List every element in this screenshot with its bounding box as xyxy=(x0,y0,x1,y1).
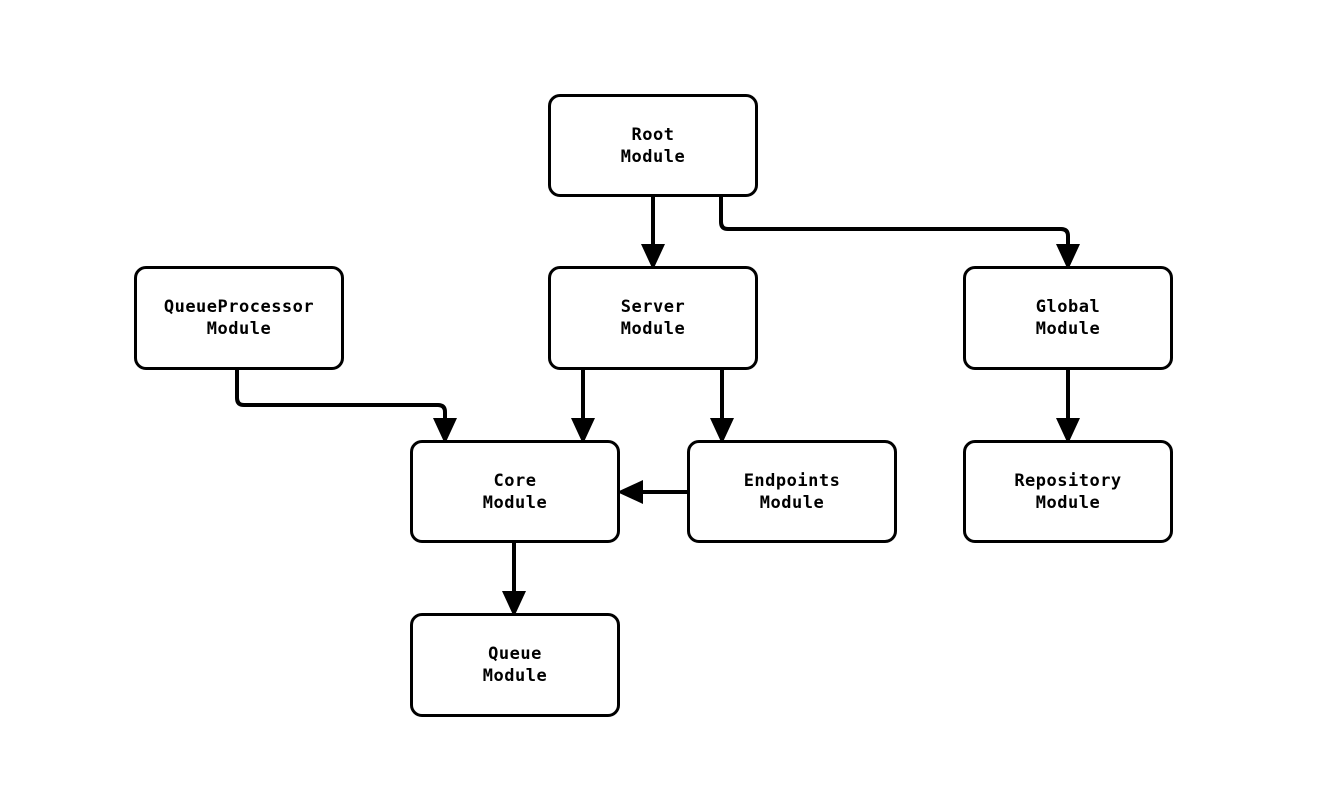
edge-server-to-core xyxy=(571,370,595,444)
node-queueprocessor-label-line1: QueueProcessor xyxy=(163,297,315,317)
node-global-label-line1: Global xyxy=(1035,297,1101,317)
node-server[interactable]: Server Module xyxy=(548,266,758,370)
node-root-label-line2: Module xyxy=(620,146,686,167)
node-queue[interactable]: Queue Module xyxy=(410,613,620,717)
node-root-label-line1: Root xyxy=(631,124,675,145)
node-server-label-line2: Module xyxy=(620,319,686,339)
node-root[interactable]: Root Module xyxy=(548,94,758,197)
node-repository-label-line2: Module xyxy=(1035,492,1101,513)
node-queueprocessor-label-line2: Module xyxy=(206,319,272,339)
node-repository[interactable]: Repository Module xyxy=(963,440,1173,543)
node-repository-label-line1: Repository xyxy=(1014,470,1122,491)
node-queue-label-line1: Queue xyxy=(488,644,542,664)
edge-server-to-endpoints xyxy=(710,370,734,444)
node-global-label-line2: Module xyxy=(1035,319,1101,339)
node-endpoints-label-line1: Endpoints xyxy=(743,470,841,491)
edge-core-to-queue xyxy=(502,543,526,617)
edge-root-to-global xyxy=(719,197,1080,270)
node-server-label-line1: Server xyxy=(620,297,686,317)
edge-endpoints-to-core xyxy=(617,480,687,504)
node-queue-label-line2: Module xyxy=(482,666,548,686)
node-endpoints[interactable]: Endpoints Module xyxy=(687,440,897,543)
edge-root-to-server xyxy=(641,197,665,270)
edge-global-to-repository xyxy=(1056,370,1080,444)
edge-queueprocessor-to-core xyxy=(235,370,457,444)
node-core-label-line2: Module xyxy=(482,492,548,513)
node-core[interactable]: Core Module xyxy=(410,440,620,543)
node-core-label-line1: Core xyxy=(493,470,537,491)
node-queueprocessor[interactable]: QueueProcessor Module xyxy=(134,266,344,370)
node-global[interactable]: Global Module xyxy=(963,266,1173,370)
node-endpoints-label-line2: Module xyxy=(759,492,825,513)
